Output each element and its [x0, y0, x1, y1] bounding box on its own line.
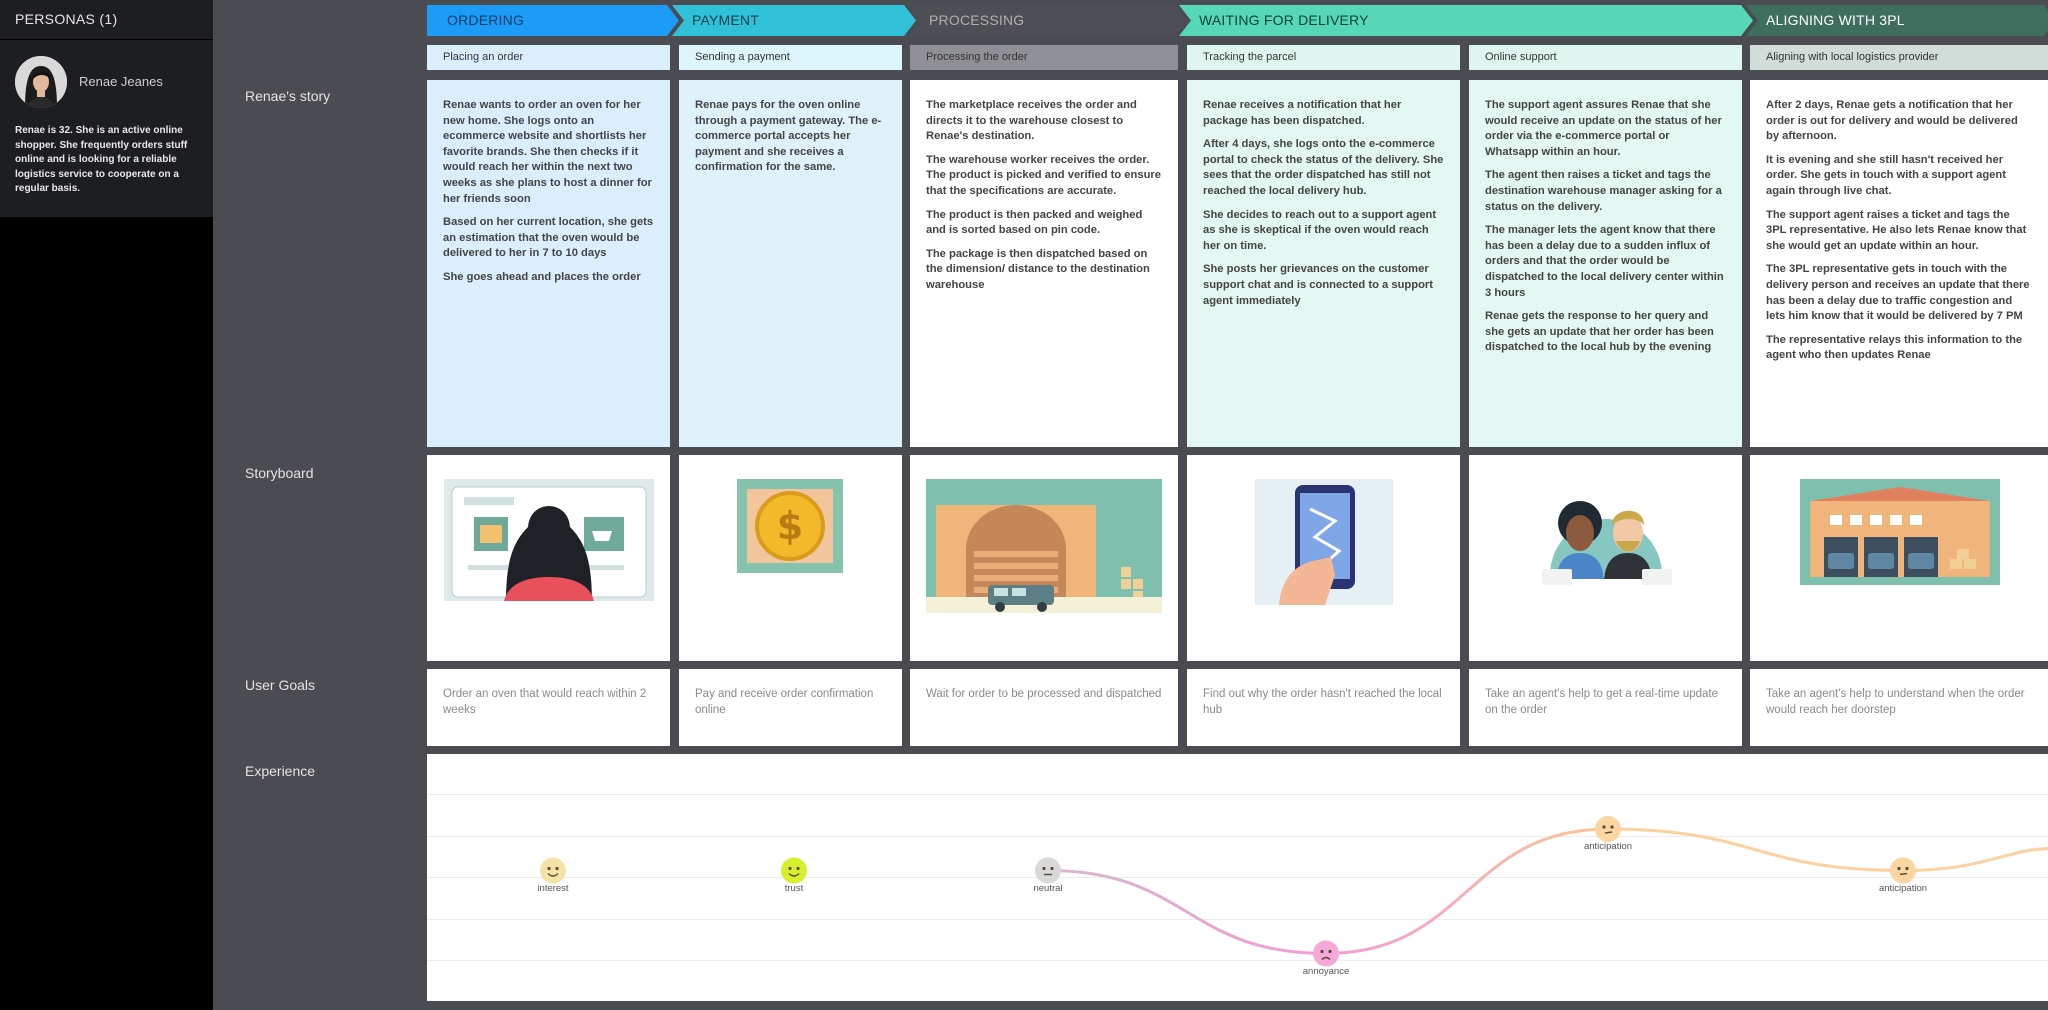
- phone-tracking-illustration: [1255, 479, 1393, 605]
- story-paragraph: She decides to reach out to a support ag…: [1203, 208, 1437, 252]
- dollar-coin-illustration: $: [737, 479, 843, 573]
- emotion-label: annoyance: [1302, 965, 1350, 977]
- story-paragraph: After 4 days, she logs onto the e-commer…: [1203, 138, 1444, 197]
- story-paragraph: The manager lets the agent know that the…: [1485, 224, 1724, 299]
- stage-payment[interactable]: PAYMENT: [672, 5, 916, 36]
- story-paragraph: The warehouse worker receives the order.…: [926, 153, 1161, 197]
- story-paragraph: The product is then packed and weighed a…: [926, 208, 1143, 237]
- story-paragraph: The package is then dispatched based on …: [926, 247, 1150, 291]
- experience-gridline: [427, 794, 2048, 795]
- step-subtitle-4[interactable]: Tracking the parcel: [1187, 45, 1460, 70]
- stage-title: PAYMENT: [692, 12, 759, 28]
- storyboard-cell-2[interactable]: $: [679, 455, 902, 661]
- persona-card[interactable]: Renae Jeanes Renae is 32. She is an acti…: [0, 39, 213, 217]
- stage-ordering[interactable]: ORDERING: [427, 5, 679, 36]
- experience-gridline: [427, 836, 2048, 837]
- experience-segment: [1047, 869, 1327, 955]
- story-cell-2[interactable]: Renae pays for the oven online through a…: [679, 80, 902, 447]
- experience-gridline: [427, 960, 2048, 961]
- experience-gridline: [427, 919, 2048, 920]
- ecommerce-shopper-illustration: [444, 479, 654, 601]
- stage-waiting-for-delivery[interactable]: WAITING FOR DELIVERY: [1179, 5, 1753, 36]
- stage-title: PROCESSING: [929, 12, 1025, 28]
- goal-cell-3[interactable]: Wait for order to be processed and dispa…: [910, 669, 1178, 746]
- personas-header[interactable]: PERSONAS (1): [0, 0, 213, 39]
- row-label-storyboard: Storyboard: [245, 465, 314, 481]
- svg-text:$: $: [777, 504, 803, 548]
- goal-cell-5[interactable]: Take an agent's help to get a real-time …: [1469, 669, 1742, 746]
- story-cell-6[interactable]: After 2 days, Renae gets a notification …: [1750, 80, 2048, 447]
- stage-aligning-with-3pl[interactable]: ALIGNING WITH 3PL: [1746, 5, 2048, 36]
- story-paragraph: After 2 days, Renae gets a notification …: [1766, 99, 2018, 143]
- avatar: [15, 56, 67, 108]
- story-cell-4[interactable]: Renae receives a notification that her p…: [1187, 80, 1460, 447]
- step-subtitle-2[interactable]: Sending a payment: [679, 45, 902, 70]
- step-subtitle-6[interactable]: Aligning with local logistics provider: [1750, 45, 2048, 70]
- support-agents-illustration: [1542, 501, 1672, 585]
- story-cell-1[interactable]: Renae wants to order an oven for her new…: [427, 80, 670, 447]
- storyboard-cell-1[interactable]: [427, 455, 670, 661]
- goal-cell-6[interactable]: Take an agent's help to understand when …: [1750, 669, 2048, 746]
- neutral-face-icon[interactable]: [1035, 857, 1061, 884]
- step-subtitle-1[interactable]: Placing an order: [427, 45, 670, 70]
- story-paragraph: The marketplace receives the order and d…: [926, 99, 1137, 143]
- persona-name: Renae Jeanes: [79, 74, 163, 89]
- row-label-story: Renae's story: [245, 88, 331, 104]
- story-paragraph: Renae wants to order an oven for her new…: [443, 99, 652, 205]
- storyboard-cell-5[interactable]: [1469, 455, 1742, 661]
- experience-segment: [1902, 847, 2048, 872]
- interest-face-icon[interactable]: [540, 857, 566, 884]
- emotion-label: neutral: [1033, 882, 1063, 894]
- story-paragraph: It is evening and she still hasn't recei…: [1766, 153, 2006, 197]
- storyboard-cell-3[interactable]: [910, 455, 1178, 661]
- trust-face-icon[interactable]: [781, 857, 807, 884]
- experience-segment: [1325, 827, 1609, 955]
- experience-segment: [1607, 827, 1904, 872]
- anticipation-face-icon[interactable]: [1595, 816, 1621, 842]
- row-label-goals: User Goals: [245, 677, 316, 693]
- emotion-label: anticipation: [1878, 882, 1928, 894]
- story-cell-3[interactable]: The marketplace receives the order and d…: [910, 80, 1178, 447]
- story-paragraph: Renae receives a notification that her p…: [1203, 99, 1402, 127]
- experience-chart[interactable]: interest trust neutral annoyance anticipatio…: [427, 754, 2048, 1001]
- story-cell-5[interactable]: The support agent assures Renae that she…: [1469, 80, 1742, 447]
- step-subtitle-5[interactable]: Online support: [1469, 45, 1742, 70]
- emotion-label: interest: [537, 882, 569, 894]
- story-paragraph: Renae gets the response to her query and…: [1485, 310, 1714, 354]
- stage-title: ORDERING: [447, 12, 525, 28]
- goal-cell-2[interactable]: Pay and receive order confirmation onlin…: [679, 669, 902, 746]
- story-paragraph: The agent then raises a ticket and tags …: [1485, 169, 1722, 213]
- story-paragraph: The support agent raises a ticket and ta…: [1766, 208, 2027, 252]
- story-paragraph: She goes ahead and places the order: [443, 270, 641, 283]
- emotion-label: anticipation: [1583, 841, 1633, 852]
- emotion-label: trust: [784, 882, 804, 894]
- stage-title: ALIGNING WITH 3PL: [1766, 12, 1905, 28]
- storyboard-cell-6[interactable]: [1750, 455, 2048, 661]
- anticipation-face-icon[interactable]: [1890, 857, 1916, 884]
- step-subtitle-3[interactable]: Processing the order: [910, 45, 1178, 70]
- row-label-experience: Experience: [245, 763, 316, 779]
- stage-title: WAITING FOR DELIVERY: [1199, 12, 1369, 28]
- logistics-hub-illustration: [1800, 479, 2000, 585]
- goal-cell-4[interactable]: Find out why the order hasn't reached th…: [1187, 669, 1460, 746]
- experience-curve: [540, 816, 2048, 967]
- experience-gridline: [427, 877, 2048, 878]
- persona-description: Renae is 32. She is an active online sho…: [15, 125, 188, 195]
- storyboard-cell-4[interactable]: [1187, 455, 1460, 661]
- story-paragraph: The support agent assures Renae that she…: [1485, 99, 1722, 158]
- stage-processing[interactable]: PROCESSING: [909, 5, 1186, 36]
- persona-panel: PERSONAS (1) Renae Jeanes Renae is 32. S…: [0, 0, 213, 1010]
- goal-cell-1[interactable]: Order an oven that would reach within 2 …: [427, 669, 670, 746]
- story-paragraph: She posts her grievances on the customer…: [1203, 263, 1433, 307]
- warehouse-illustration: [926, 479, 1162, 613]
- story-paragraph: The representative relays this informati…: [1766, 333, 2023, 362]
- story-paragraph: Based on her current location, she gets …: [443, 216, 654, 260]
- annoyance-face-icon[interactable]: [1313, 940, 1339, 967]
- story-paragraph: The 3PL representative gets in touch wit…: [1766, 263, 2030, 323]
- story-paragraph: Renae pays for the oven online through a…: [695, 99, 882, 174]
